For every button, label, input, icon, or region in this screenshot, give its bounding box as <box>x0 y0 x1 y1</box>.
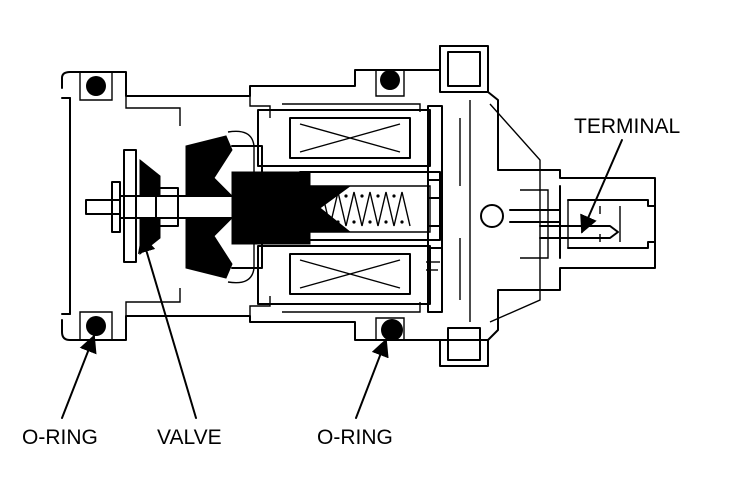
valve-housing <box>61 45 656 367</box>
o-ring-bottom-left <box>79 311 113 340</box>
spring-dots <box>328 194 404 224</box>
o-rings <box>79 70 405 341</box>
leader-oring-left <box>61 334 97 419</box>
label-oring-left: O-RING <box>22 426 98 449</box>
o-ring-top-right <box>375 70 405 97</box>
leader-terminal <box>580 139 623 234</box>
label-valve: VALVE <box>157 426 222 449</box>
label-terminal: TERMINAL <box>574 115 680 138</box>
diaphragm <box>185 130 263 284</box>
label-oring-right: O-RING <box>317 426 393 449</box>
o-ring-bottom-right <box>375 317 405 341</box>
leader-lines <box>61 139 623 419</box>
leader-valve <box>137 234 197 419</box>
leader-oring-right <box>355 338 389 419</box>
plunger <box>231 171 441 245</box>
terminal-pin <box>426 179 619 271</box>
o-ring-top-left <box>79 72 113 101</box>
solenoid-coil <box>257 103 443 313</box>
